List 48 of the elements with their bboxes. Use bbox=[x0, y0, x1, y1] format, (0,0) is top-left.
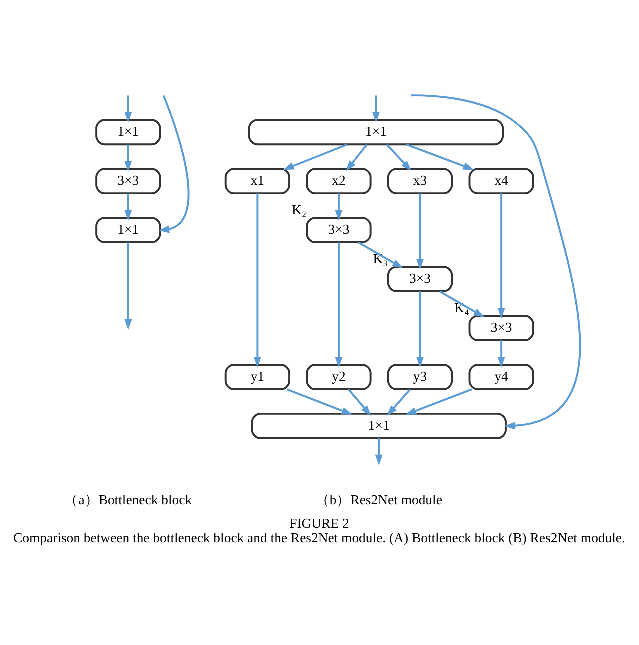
arrow bbox=[335, 242, 343, 368]
node-box: y3 bbox=[387, 364, 454, 390]
arrow bbox=[254, 194, 262, 368]
arrow bbox=[416, 194, 424, 270]
arrow bbox=[498, 194, 506, 319]
arrow bbox=[372, 96, 380, 123]
arrow bbox=[498, 340, 506, 368]
arrow bbox=[358, 242, 404, 268]
arrow bbox=[124, 242, 132, 330]
node-box: y4 bbox=[468, 364, 534, 390]
node-box: x3 bbox=[387, 168, 454, 195]
node-box: 1×1 bbox=[248, 119, 504, 146]
node-box: x4 bbox=[468, 168, 534, 195]
node-box: x2 bbox=[306, 168, 372, 195]
node-box: y1 bbox=[224, 364, 290, 390]
node-label: K₂ bbox=[292, 202, 307, 218]
arrow bbox=[411, 94, 582, 430]
arrow bbox=[158, 95, 190, 234]
node-box: 3×3 bbox=[96, 168, 162, 195]
node-box: 3×3 bbox=[387, 266, 454, 292]
arrow bbox=[286, 388, 353, 415]
arrow bbox=[124, 96, 132, 123]
arrow bbox=[283, 144, 348, 170]
label: （a）Bottleneck block bbox=[64, 492, 192, 508]
node-label: K₄ bbox=[454, 300, 470, 316]
node-box: y2 bbox=[306, 364, 372, 390]
node-box: 1×1 bbox=[251, 412, 507, 440]
node-box: 3×3 bbox=[468, 315, 534, 342]
arrow bbox=[387, 388, 412, 416]
node-box: 1×1 bbox=[96, 119, 162, 146]
arrow bbox=[124, 194, 132, 222]
arrow bbox=[124, 144, 132, 172]
node-box: 1×1 bbox=[96, 217, 162, 244]
arrow bbox=[406, 144, 474, 170]
arrow bbox=[375, 438, 383, 466]
arrow bbox=[346, 144, 368, 172]
arrow bbox=[406, 388, 472, 415]
node-box: 3×3 bbox=[306, 217, 372, 244]
node-box: x1 bbox=[224, 168, 290, 195]
node-label: K₃ bbox=[373, 251, 388, 266]
arrow bbox=[348, 388, 372, 416]
caption: Comparison between the bottleneck block and the Res2Net module. (A) Bottleneck block (B) Res2Net module. bbox=[14, 530, 626, 546]
arrow bbox=[439, 290, 485, 318]
arrow bbox=[386, 144, 412, 172]
diagram-title: FIGURE 2 bbox=[290, 516, 350, 531]
label: （b）Res2Net module bbox=[316, 492, 442, 508]
arrow bbox=[335, 194, 343, 222]
arrow bbox=[416, 292, 424, 368]
